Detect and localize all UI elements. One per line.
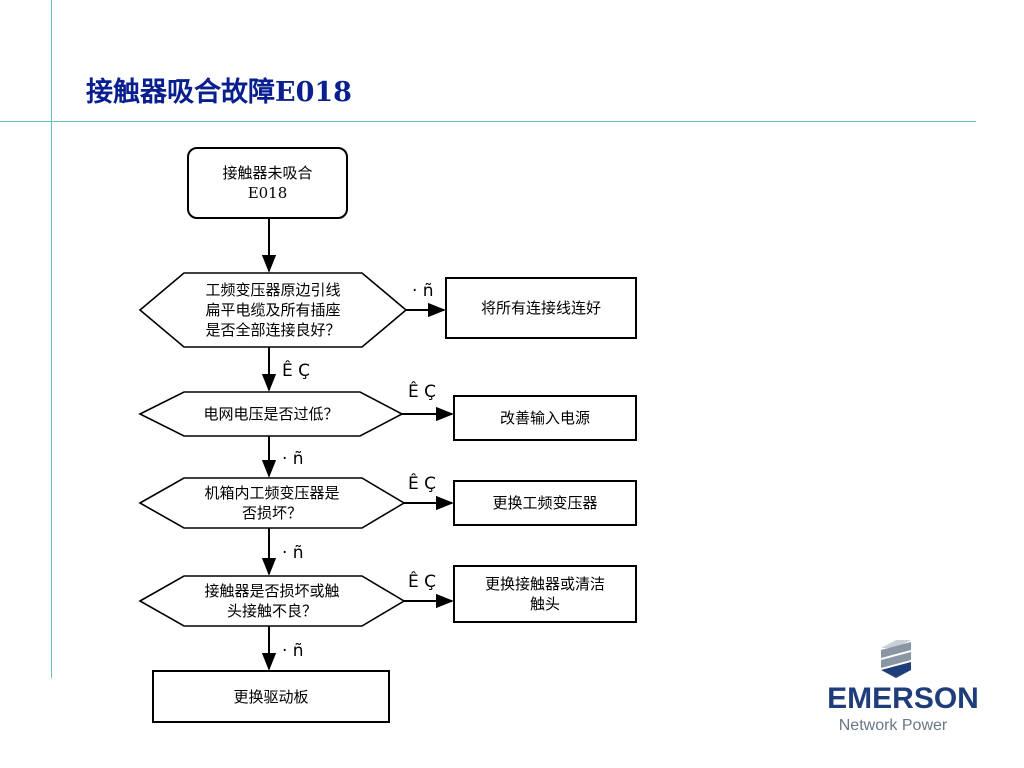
action-2-box — [453, 395, 637, 441]
action-1-box — [445, 277, 637, 339]
action-2-text: 改善输入电源 — [499, 409, 590, 427]
header-rule — [0, 121, 976, 122]
d2-yes-label: Ê Ç — [408, 382, 437, 402]
action-3-box — [453, 480, 637, 526]
d3-no-label: · ñ — [282, 543, 304, 563]
end-box — [152, 670, 390, 723]
logo-wordmark: EMERSON — [827, 682, 979, 715]
d3-yes-label: Ê Ç — [408, 474, 437, 494]
decision-3-text: 机箱内工频变压器是 否损坏？ — [204, 484, 340, 522]
d1-no-label: · ñ — [412, 281, 434, 301]
decision-1-text: 工频变压器原边引线 扁平电缆及所有插座 是否全部连接良好？ — [205, 281, 341, 339]
left-rule — [51, 0, 52, 678]
action-1-text: 将所有连接线连好 — [480, 299, 601, 317]
action-4-text: 更换接触器或清洁 触头 — [484, 575, 605, 613]
d4-yes-label: Ê Ç — [408, 572, 437, 592]
end-text: 更换驱动板 — [233, 687, 309, 706]
start-box — [187, 147, 348, 219]
action-4-box — [453, 565, 637, 623]
decision-2-text: 电网电压是否过低？ — [203, 405, 339, 423]
d1-yes-label: Ê Ç — [282, 361, 311, 381]
d2-no-label: · ñ — [282, 449, 304, 469]
start-text: 接触器未吸合 E018 — [222, 164, 313, 202]
d4-no-label: · ñ — [282, 641, 304, 661]
logo-tagline: Network Power — [838, 717, 948, 734]
decision-4-text: 接触器是否损坏或触 头接触不良？ — [204, 582, 340, 620]
emerson-diamond-icon — [881, 640, 911, 678]
emerson-logo: EMERSON Network Power — [818, 638, 988, 738]
action-3-text: 更换工频变压器 — [492, 494, 598, 512]
page-title: 接触器吸合故障E018 — [86, 77, 352, 108]
